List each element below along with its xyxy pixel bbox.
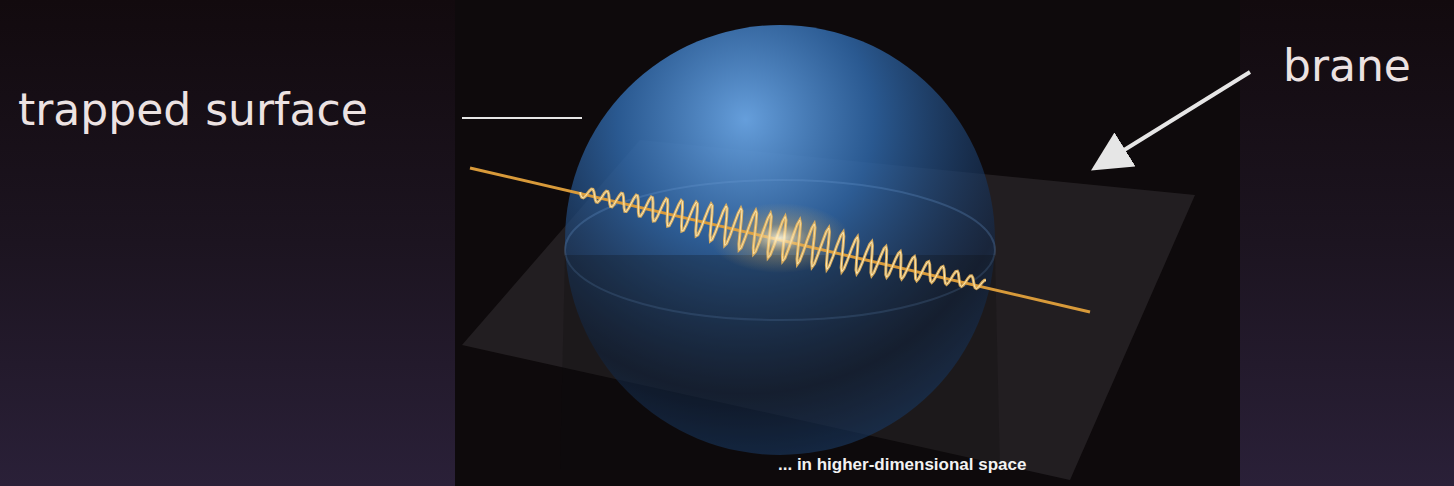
image-panel xyxy=(455,0,1240,486)
pointer-arrow xyxy=(1108,72,1250,160)
caption-note: ... in higher-dimensional space xyxy=(778,455,1026,475)
wave-stroke xyxy=(580,189,986,289)
brane-line xyxy=(470,168,1090,312)
sphere-shade xyxy=(560,255,1000,470)
callout-label: brane xyxy=(1283,40,1411,91)
leader-line xyxy=(462,117,582,119)
callout-label: trapped surface xyxy=(18,84,368,135)
wave-stroke xyxy=(580,189,986,289)
wave-packet xyxy=(580,189,986,289)
center-glow xyxy=(710,203,850,273)
